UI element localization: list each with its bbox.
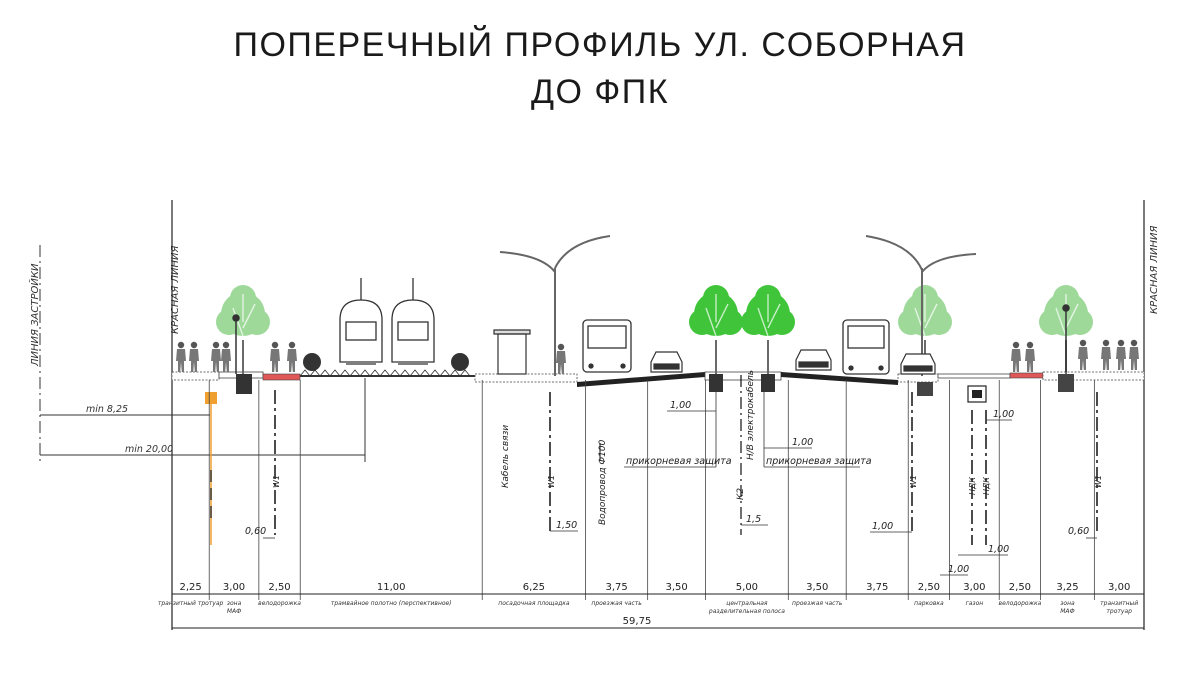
label-k2: К2 (736, 488, 746, 500)
car-middle (795, 349, 832, 371)
label-cable: Кабель связи (501, 425, 511, 488)
segment-value: 6,25 (523, 582, 545, 593)
tram-1 (339, 278, 383, 365)
root-protection-right: прикорневая защита (766, 456, 872, 467)
segment-label: газон (966, 600, 984, 607)
label-w1-1: W1 (272, 475, 281, 488)
label-red-line-right: КРАСНАЯ ЛИНИЯ (1149, 226, 1160, 314)
segment-value: 3,00 (963, 582, 985, 593)
segment-value: 5,00 (736, 582, 758, 593)
label-ndk-1: НДК (968, 477, 977, 495)
segment-value: 2,50 (918, 582, 940, 593)
dim-1-50: 1,50 (556, 520, 577, 531)
title-line-2: ДО ФПК (530, 73, 669, 111)
dim-0-60-right: 0,60 (1068, 526, 1089, 537)
segment-value: 3,75 (866, 582, 888, 593)
label-ndk-2: НДК (982, 477, 991, 495)
segment-label-line-2: разделительная полоса (708, 608, 785, 615)
segment-label: проезжая часть (591, 600, 642, 607)
tram-2 (391, 278, 435, 365)
title-line-1: ПОПЕРЕЧНЫЙ ПРОФИЛЬ УЛ. СОБОРНАЯ (233, 26, 967, 64)
segment-label: зона (1060, 600, 1075, 607)
tram-ballast (299, 369, 471, 377)
bike-lane-right (1009, 372, 1044, 379)
shrubs (303, 353, 469, 371)
segment-label: транзитный (1100, 600, 1138, 607)
segment-value: 11,00 (377, 582, 406, 593)
segment-label-line-2: МАФ (1060, 608, 1074, 615)
bus-right (842, 319, 890, 375)
segment-label-line-2: тротуар (1106, 608, 1132, 615)
label-red-line-left: КРАСНАЯ ЛИНИЯ (170, 246, 181, 334)
min-dimension-20-00: min 20,00 (40, 378, 366, 462)
tree-green-1 (688, 284, 744, 375)
segment-value: 2,50 (1009, 582, 1031, 593)
segment-value: 3,50 (665, 582, 687, 593)
segment-label-line-2: МАФ (227, 608, 241, 615)
dimension-chain: 2,25 3,00 2,50 11,00 6,25 3,75 3,50 5,00 3,50 3,7… (158, 582, 1144, 629)
street-lamp-left (499, 235, 611, 376)
dim-1-00-c: 1,00 (872, 521, 893, 532)
segment-label: транзитный тротуар (158, 600, 224, 607)
min-dimension-8-25: min 8,25 (40, 404, 210, 416)
small-lamps (232, 304, 1070, 374)
label-water: Водопровод Ф100 (598, 439, 608, 525)
segment-label: центральная (726, 600, 768, 607)
root-protection-left: прикорневая защита (626, 456, 732, 467)
car-left (650, 351, 683, 373)
tree-green-2 (740, 284, 796, 375)
segment-value: 2,25 (179, 582, 201, 593)
title-block: ПОПЕРЕЧНЫЙ ПРОФИЛЬ УЛ. СОБОРНАЯ ДО ФПК (0, 22, 1200, 116)
annotations: прикорневая защита прикорневая защита 1,… (245, 392, 1097, 576)
dim-0-60-left: 0,60 (245, 526, 266, 537)
segment-label: парковка (914, 600, 944, 607)
label-w1-4: W1 (1094, 475, 1103, 488)
segment-value: 3,00 (1108, 582, 1130, 593)
segment-value-labels: 2,25 3,00 2,50 11,00 6,25 3,75 3,50 5,00 3,50 3,7… (179, 582, 1130, 593)
segment-label: трамвайное полотно (перспективное) (331, 600, 452, 607)
min-dim-label-1: min 8,25 (86, 404, 128, 415)
min-dim-label-2: min 20,00 (125, 444, 173, 455)
segment-label: велодорожка (999, 600, 1042, 607)
section-dividers (208, 380, 1095, 600)
dim-1-00-a: 1,00 (670, 400, 691, 411)
label-w1-3: W1 (909, 475, 918, 488)
segment-value: 3,50 (806, 582, 828, 593)
bus-left (582, 319, 632, 373)
segment-value: 3,25 (1056, 582, 1078, 593)
dim-1-00-e: 1,00 (988, 544, 1009, 555)
segment-label: проезжая часть (792, 600, 843, 607)
bike-lane-left (262, 373, 301, 381)
dim-1-5: 1,5 (746, 514, 761, 525)
label-electric: Н/В электрокабель (746, 370, 756, 460)
segment-label: велодорожка (258, 600, 301, 607)
segment-label: посадочная площадка (498, 600, 570, 607)
segment-value: 3,75 (606, 582, 628, 593)
ground-profile (171, 371, 1145, 403)
segment-value: 3,00 (223, 582, 245, 593)
label-w1-2: W1 (547, 475, 556, 488)
dim-1-00-f: 1,00 (948, 564, 969, 575)
dim-1-00-b: 1,00 (792, 437, 813, 448)
label-building-line: ЛИНИЯ ЗАСТРОЙКИ (28, 263, 41, 367)
segment-value: 2,50 (268, 582, 290, 593)
segment-label: зона (227, 600, 242, 607)
tram-stop-shelter (493, 329, 531, 375)
dim-1-00-d: 1,00 (993, 409, 1014, 420)
car-right (900, 353, 936, 375)
total-width: 59,75 (623, 616, 652, 627)
utility-lines (210, 375, 1098, 545)
